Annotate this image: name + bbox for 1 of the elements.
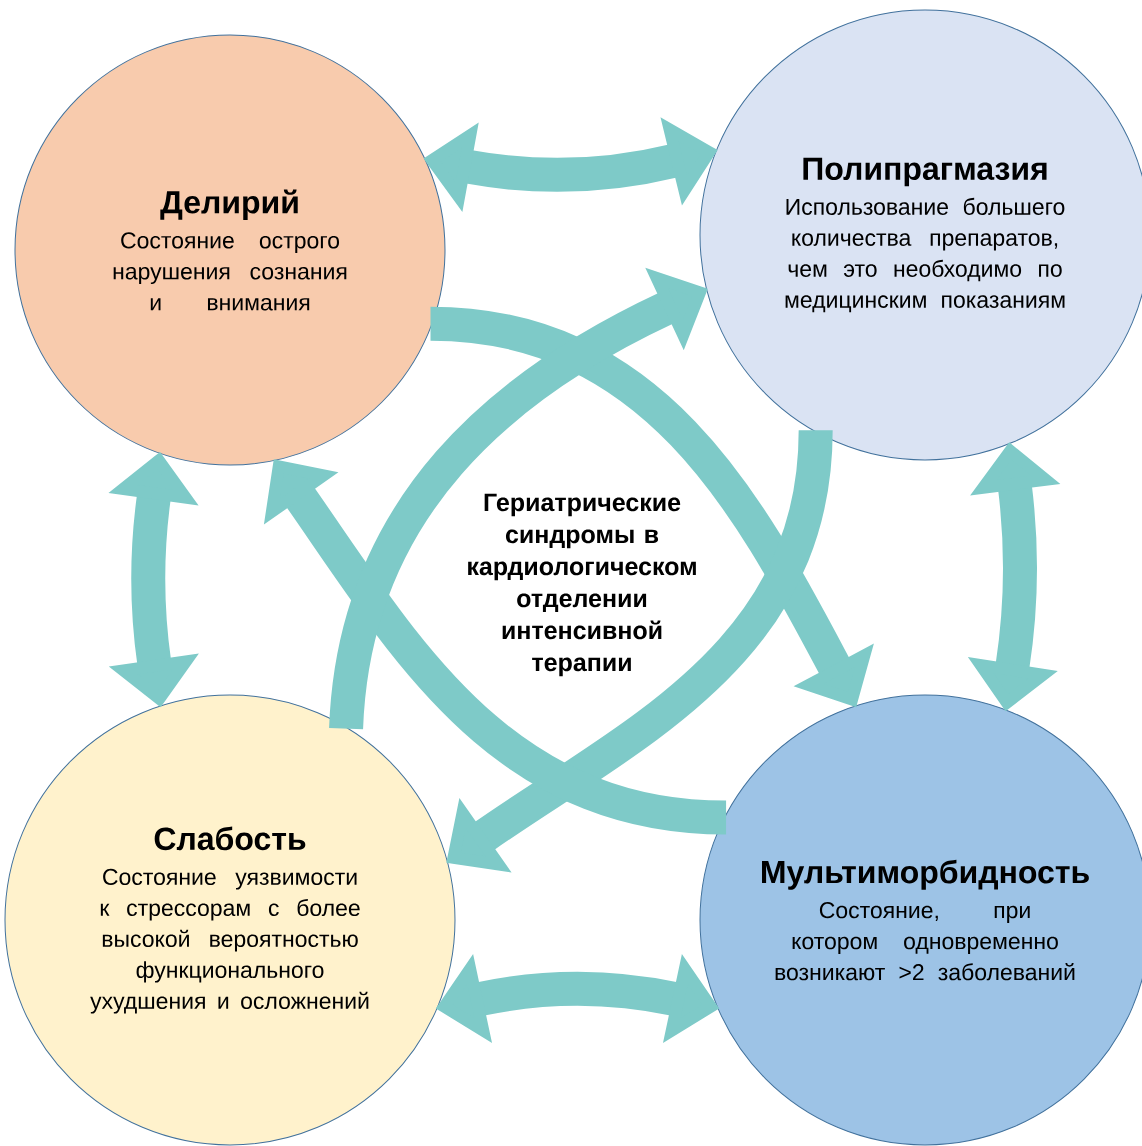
center-title: Гериатрические синдромы в кардиологическом отделении интенсивной терапии (468, 493, 696, 677)
